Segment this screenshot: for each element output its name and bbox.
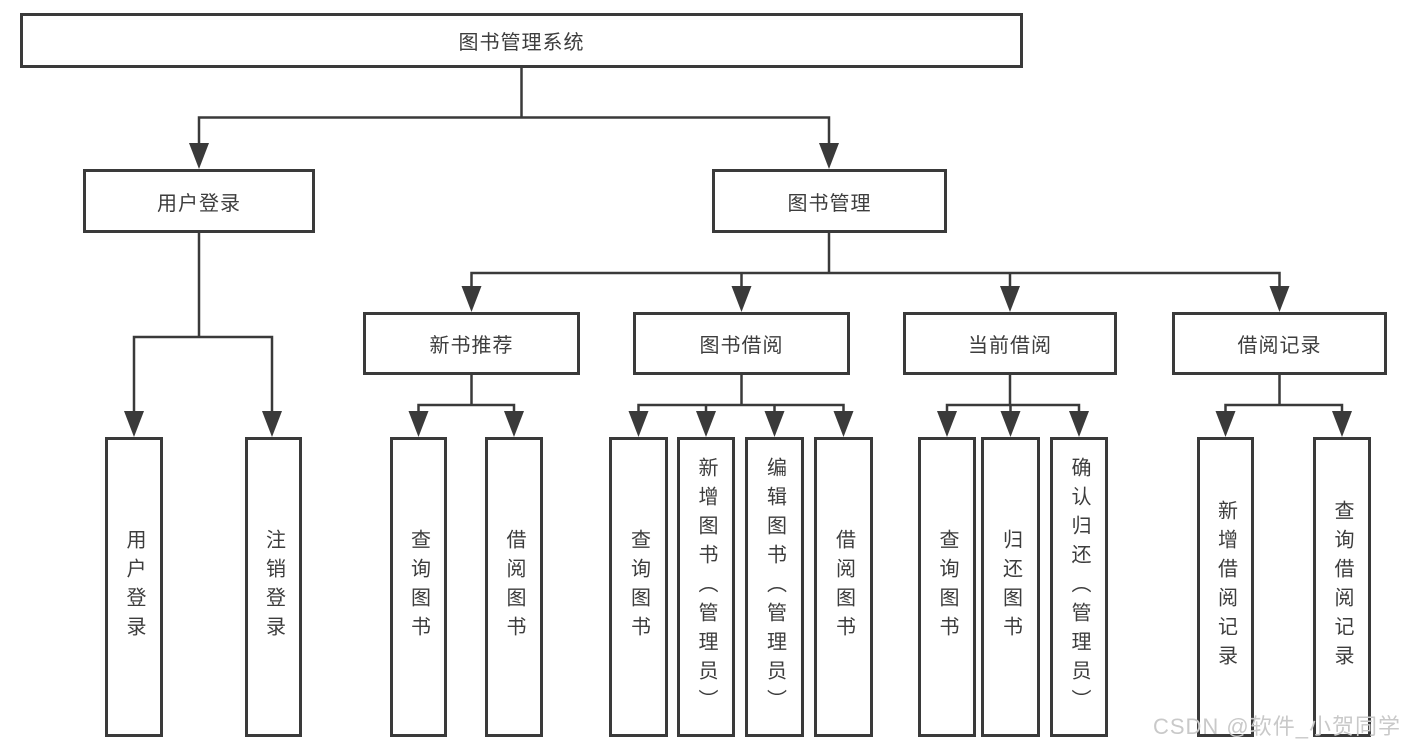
leaf-label: 确认归还（管理员） (1068, 456, 1090, 718)
leaf-label: 注销登录 (262, 529, 285, 645)
node-book-management: 图书管理 (712, 169, 947, 233)
node-user-login: 用户登录 (83, 169, 315, 233)
leaf-query-books-borrowing: 查询图书 (609, 437, 668, 737)
leaf-user-login: 用户登录 (105, 437, 163, 737)
node-label: 图书管理系统 (458, 32, 585, 54)
leaf-label: 新增借阅记录 (1214, 500, 1237, 674)
leaf-borrow-books: 借阅图书 (814, 437, 873, 737)
leaf-label: 借阅图书 (832, 529, 855, 645)
leaf-query-books-recommend: 查询图书 (390, 437, 447, 737)
leaf-label: 查询图书 (407, 529, 430, 645)
leaf-edit-books-admin: 编辑图书（管理员） (745, 437, 804, 737)
leaf-label: 编辑图书（管理员） (763, 456, 786, 718)
watermark: CSDN @软件_小贺同学 (1152, 714, 1401, 739)
leaf-logout: 注销登录 (245, 437, 302, 737)
leaf-return-books: 归还图书 (981, 437, 1040, 737)
leaf-label: 借阅图书 (503, 529, 525, 645)
node-label: 图书借阅 (699, 335, 784, 357)
leaf-query-books-current: 查询图书 (918, 437, 976, 737)
leaf-label: 归还图书 (999, 529, 1022, 645)
node-book-borrowing: 图书借阅 (633, 312, 850, 375)
leaf-label: 查询图书 (627, 529, 650, 645)
leaf-label: 查询图书 (936, 529, 958, 645)
leaf-add-borrow-record: 新增借阅记录 (1197, 437, 1254, 737)
leaf-borrow-books-recommend: 借阅图书 (485, 437, 543, 737)
node-library-system: 图书管理系统 (20, 13, 1023, 68)
node-label: 借阅记录 (1237, 335, 1322, 357)
leaf-query-borrow-record: 查询借阅记录 (1313, 437, 1371, 737)
node-label: 用户登录 (157, 192, 241, 215)
node-borrowing-records: 借阅记录 (1172, 312, 1387, 375)
leaf-label: 查询借阅记录 (1331, 500, 1353, 674)
node-label: 当前借阅 (968, 335, 1052, 357)
leaf-label: 用户登录 (123, 529, 145, 645)
node-label: 新书推荐 (429, 335, 514, 357)
node-label: 图书管理 (787, 192, 872, 215)
node-new-book-recommendation: 新书推荐 (363, 312, 580, 375)
node-current-borrowing: 当前借阅 (903, 312, 1117, 375)
leaf-label: 新增图书（管理员） (695, 456, 717, 718)
leaf-confirm-return-admin: 确认归还（管理员） (1050, 437, 1108, 737)
leaf-add-books-admin: 新增图书（管理员） (677, 437, 735, 737)
